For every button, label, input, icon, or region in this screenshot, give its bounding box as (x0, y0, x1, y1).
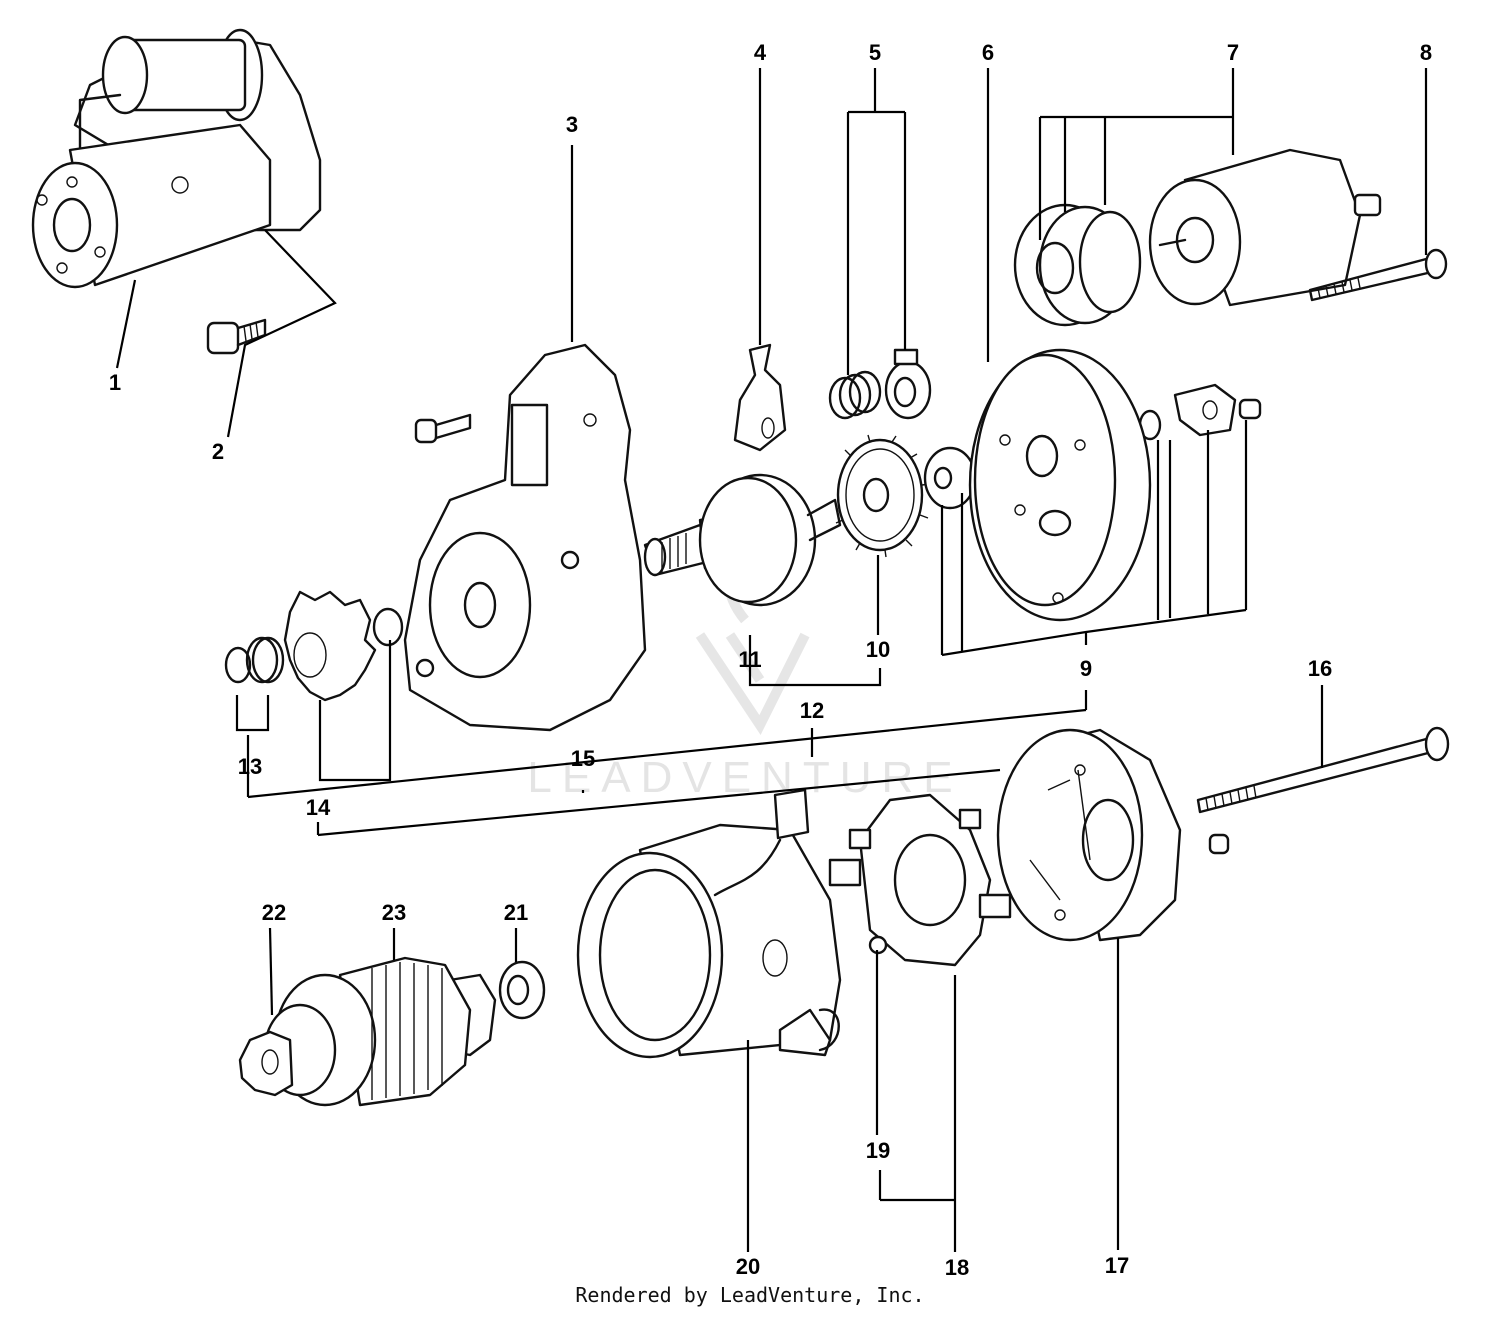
through-bolt-illustration (1196, 726, 1450, 814)
callout-7: 7 (1227, 40, 1239, 65)
callout-5: 5 (869, 40, 881, 65)
terminal-bracket-illustration (1173, 383, 1262, 437)
housing-screw-illustration (414, 413, 472, 444)
solenoid-illustration (1013, 148, 1382, 327)
callout-22: 22 (262, 900, 286, 925)
callout-9: 9 (1080, 656, 1092, 681)
brush-holder-illustration (828, 793, 1012, 967)
callout-2: 2 (212, 439, 224, 464)
bearing-illustration (498, 960, 546, 1020)
callout-19: 19 (866, 1138, 890, 1163)
callout-18: 18 (945, 1255, 969, 1280)
yoke-illustration (576, 788, 842, 1059)
callout-1: 1 (109, 370, 121, 395)
gear-cover-illustration (968, 348, 1152, 622)
callout-12: 12 (800, 698, 824, 723)
callout-4: 4 (754, 40, 767, 65)
callout-17: 17 (1105, 1253, 1129, 1278)
callout-14: 14 (306, 795, 331, 820)
drive-housing-illustration (403, 343, 647, 732)
callout-23: 23 (382, 900, 406, 925)
small-screw-illustration (1208, 833, 1230, 855)
callout-labels: 1 2 3 4 5 6 7 8 9 10 11 12 13 14 15 16 1… (109, 40, 1432, 1280)
armature-illustration (238, 956, 497, 1107)
shift-lever-illustration (733, 343, 787, 452)
callout-20: 20 (736, 1254, 760, 1279)
callout-16: 16 (1308, 656, 1332, 681)
callout-21: 21 (504, 900, 528, 925)
callout-15: 15 (571, 746, 595, 771)
spring-illustration (828, 348, 932, 420)
idler-gear-illustration (835, 434, 931, 558)
leader-lines (115, 68, 1428, 1252)
mounting-bolt-illustration (206, 318, 267, 355)
end-cover-illustration (996, 728, 1182, 942)
pinion-gear-illustration (224, 590, 404, 702)
render-credit: Rendered by LeadVenture, Inc. (575, 1283, 925, 1307)
callout-10: 10 (866, 637, 890, 662)
callout-8: 8 (1420, 40, 1432, 65)
solenoid-bolt-illustration (1308, 248, 1448, 302)
pinion-shaft-illustration (643, 473, 842, 607)
callout-11: 11 (738, 647, 761, 672)
callout-13: 13 (238, 754, 262, 779)
callout-6: 6 (982, 40, 994, 65)
callout-3: 3 (566, 112, 578, 137)
starter-assembly-illustration (31, 28, 322, 289)
